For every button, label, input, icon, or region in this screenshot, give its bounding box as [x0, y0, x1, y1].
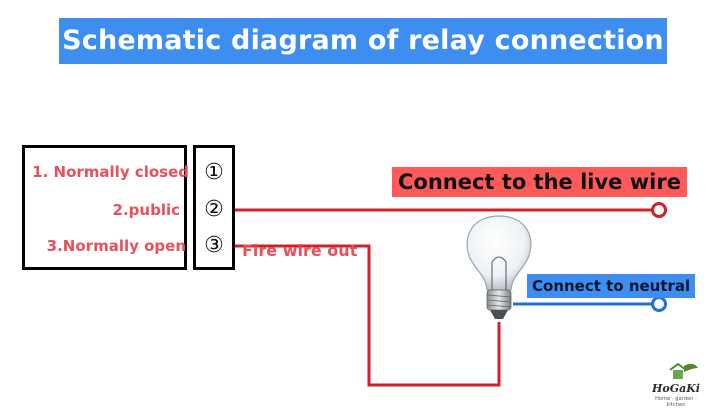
neutral-wire-terminal [651, 296, 667, 312]
terminal-number-2: ② [204, 197, 224, 222]
neutral-label: Connect to neutral [527, 274, 696, 298]
relay-label-box [22, 145, 187, 270]
logo-icon [669, 362, 698, 379]
diagram-title: Schematic diagram of relay connection [59, 18, 667, 64]
fire-wire-out-label: Fire wire out [242, 241, 358, 260]
terminal-label-normally-closed: 1. Normally closed [32, 163, 189, 181]
light-bulb-icon [466, 215, 532, 319]
terminal-number-3: ③ [204, 233, 224, 258]
live-wire-label: Connect to the live wire [392, 167, 687, 197]
fire-wire-out-line [235, 244, 501, 387]
terminal-number-1: ① [204, 160, 224, 185]
relay-terminal-box [193, 145, 235, 270]
live-wire-terminal [651, 202, 667, 218]
terminal-label-public: 2.public [112, 201, 180, 219]
terminal-label-normally-open: 3.Normally open [46, 237, 186, 255]
logo-name: HoGaKi [652, 382, 700, 395]
brand-logo: HoGaKi Home · garden · kitchen [648, 362, 704, 408]
logo-tagline: Home · garden · kitchen [655, 396, 697, 408]
